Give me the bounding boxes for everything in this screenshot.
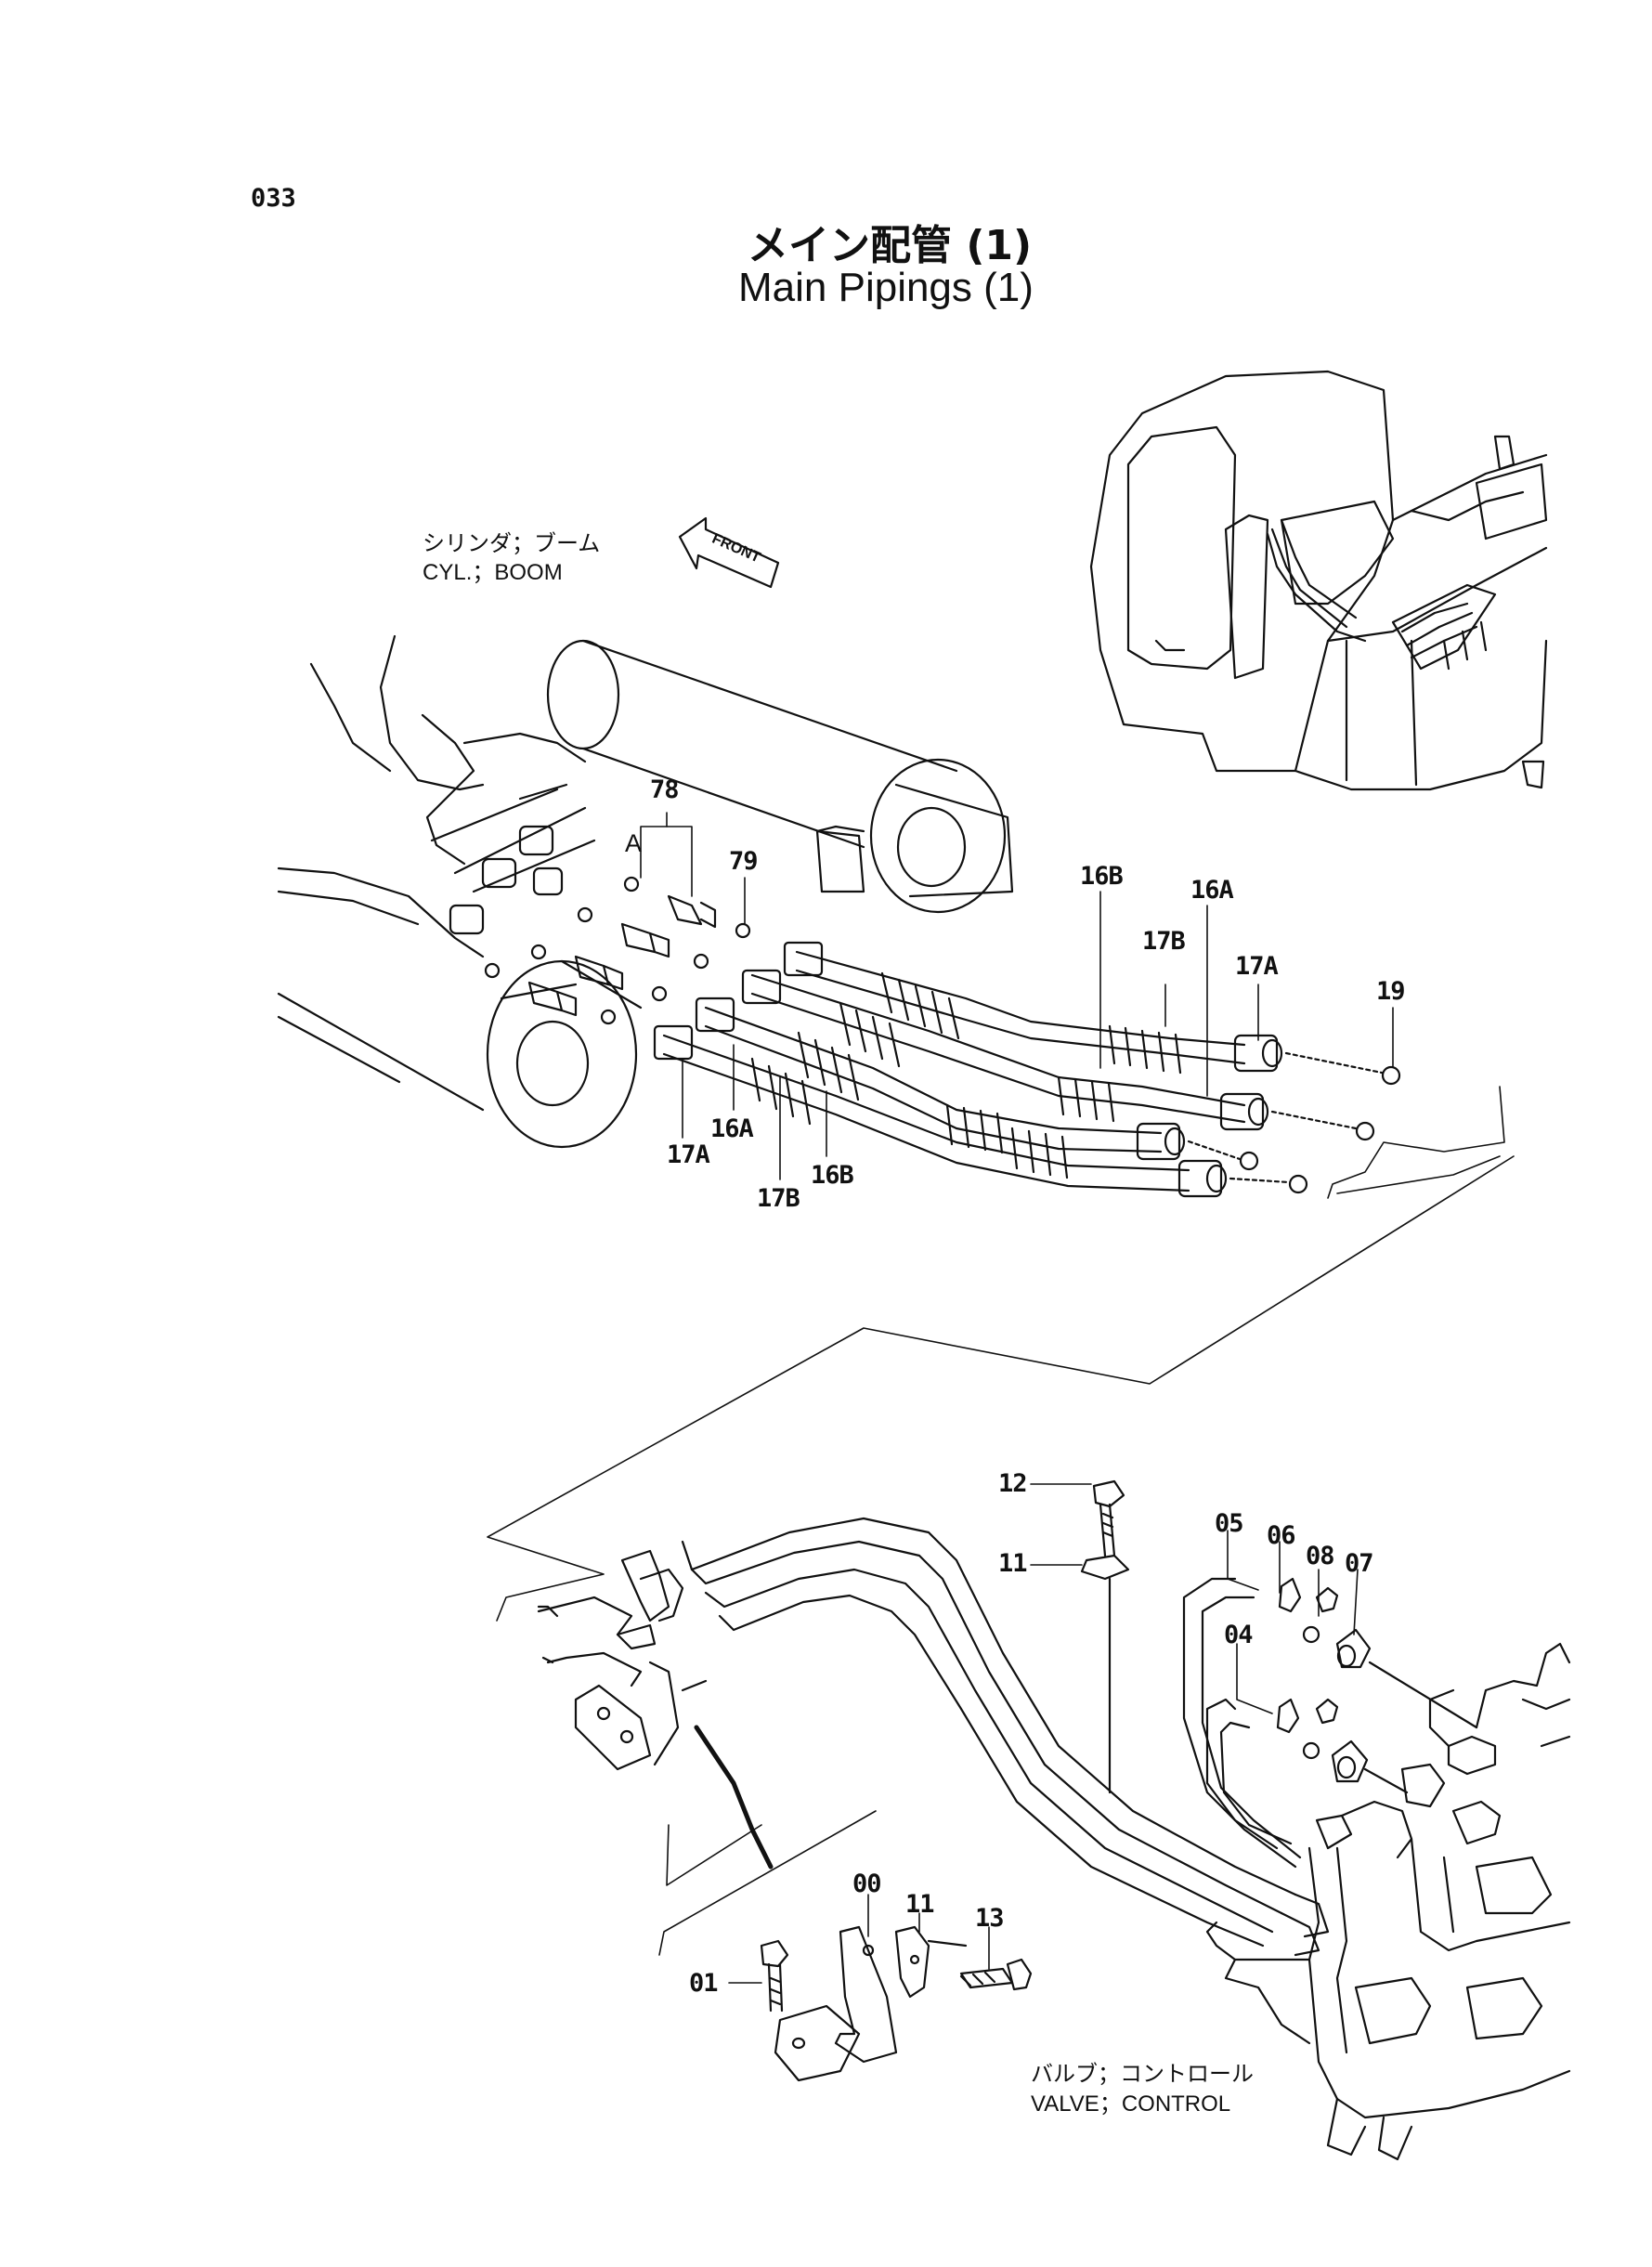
pipes-lower xyxy=(537,1479,1478,1957)
note-valve-jp: バルブ；コントロール xyxy=(1031,2062,1254,2087)
control-valve xyxy=(1205,1642,1571,2161)
callout-16a-bot: 16A xyxy=(710,1114,754,1143)
callout-16a-top: 16A xyxy=(1190,876,1234,905)
detail-inset xyxy=(760,1925,1033,2082)
callout-07: 07 xyxy=(1345,1549,1374,1578)
callout-06: 06 xyxy=(1267,1521,1296,1550)
title-english: Main Pipings (1) xyxy=(738,265,1034,310)
page-number: 033 xyxy=(251,184,296,213)
section-borders xyxy=(487,1086,1515,1956)
callout-12: 12 xyxy=(998,1469,1028,1498)
callout-01: 01 xyxy=(689,1969,719,1998)
callout-17b-top: 17B xyxy=(1142,927,1186,956)
title-japanese: メイン配管 (1) xyxy=(748,222,1033,269)
callout-08: 08 xyxy=(1306,1542,1335,1570)
note-valve-en: VALVE；CONTROL xyxy=(1031,2091,1231,2117)
callout-11-top: 11 xyxy=(998,1549,1028,1578)
callout-17b-bot: 17B xyxy=(757,1184,800,1213)
callout-00: 00 xyxy=(852,1870,882,1898)
hoses xyxy=(653,941,1401,1198)
callout-17a-top: 17A xyxy=(1235,952,1279,981)
callout-04: 04 xyxy=(1224,1621,1254,1649)
callout-79: 79 xyxy=(729,847,759,876)
leaders-lower xyxy=(728,1483,1359,1984)
callout-a: A xyxy=(625,829,642,857)
callout-13: 13 xyxy=(975,1904,1005,1933)
callout-19: 19 xyxy=(1376,977,1406,1006)
leaders-upper xyxy=(640,812,1394,1180)
callout-17a-bot: 17A xyxy=(667,1140,710,1169)
callout-11-bot: 11 xyxy=(905,1890,935,1919)
boom-cylinder xyxy=(277,634,1014,1149)
fittings-upper xyxy=(484,876,751,1025)
callout-05: 05 xyxy=(1215,1509,1244,1538)
note-cylinder-jp: シリンダ；ブーム xyxy=(423,531,601,556)
note-cylinder-en: CYL.；BOOM xyxy=(423,560,563,585)
callout-78: 78 xyxy=(650,775,680,804)
callout-16b-top: 16B xyxy=(1080,862,1124,891)
callout-16b-bot: 16B xyxy=(811,1161,854,1190)
excavator-overview xyxy=(1089,370,1548,791)
front-arrow xyxy=(678,516,780,589)
